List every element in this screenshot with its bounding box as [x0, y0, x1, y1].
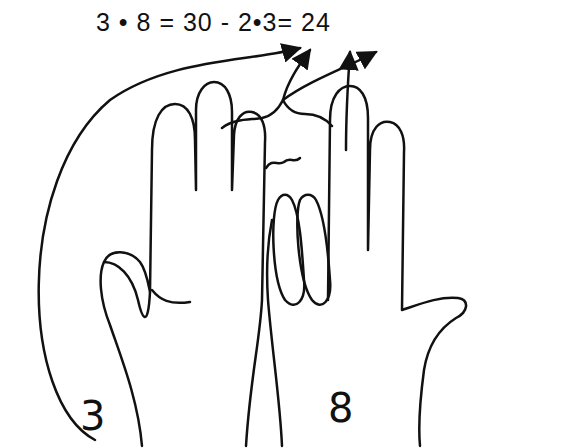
- arrow-curve: [39, 48, 300, 440]
- hand-number: 3: [80, 396, 105, 436]
- hand-number: 8: [328, 388, 353, 428]
- equation-text: 3 • 8 = 30 - 2•3= 24: [96, 10, 331, 35]
- left-thumb-fold: [104, 262, 150, 317]
- arrow-curve: [283, 52, 376, 100]
- brace: [222, 100, 332, 128]
- left-hand: [101, 82, 266, 446]
- arrow-curve: [346, 52, 350, 150]
- left-finger-line: [152, 290, 190, 303]
- tilde-mark: [266, 158, 300, 168]
- folded-finger: [297, 195, 330, 305]
- right-hand: [267, 86, 466, 446]
